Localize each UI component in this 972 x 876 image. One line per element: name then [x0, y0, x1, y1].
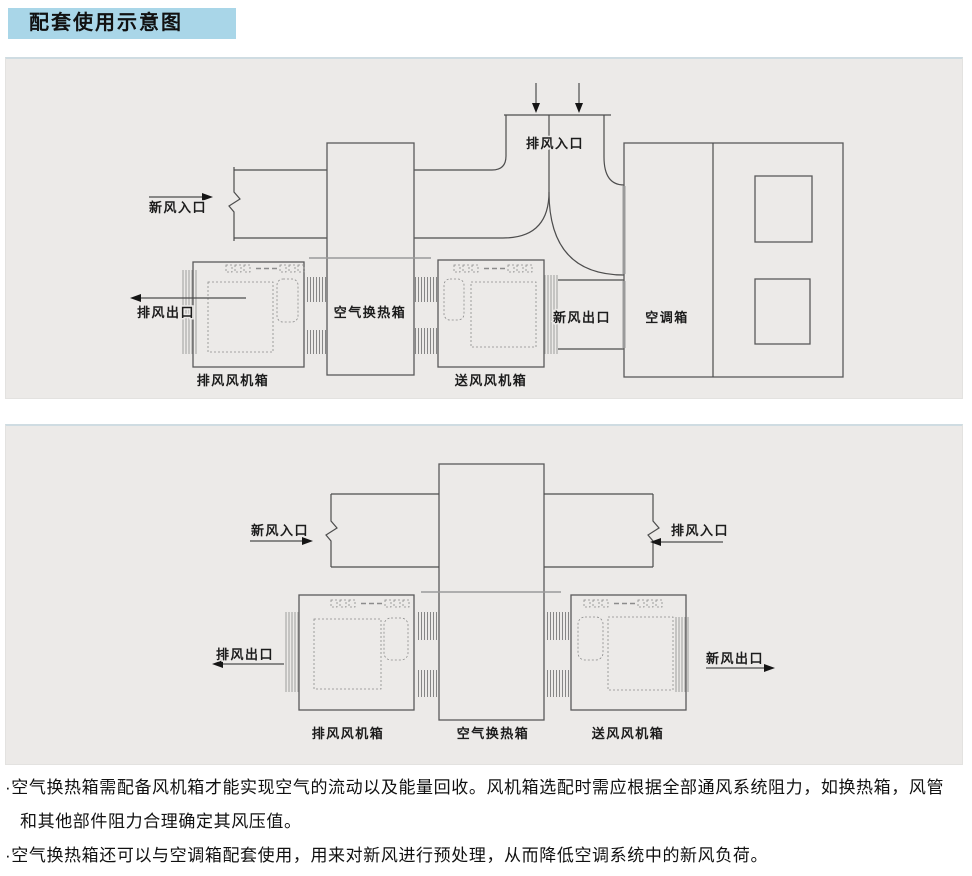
exhaust-inlet-arrow	[650, 538, 723, 546]
fan-scroll-icon	[383, 617, 409, 661]
down-arrow-icon	[532, 83, 583, 113]
label-supply-fan-box: 送风风机箱	[591, 726, 665, 741]
exhaust-inlet-junction	[414, 114, 625, 276]
label-fresh-outlet: 新风出口	[553, 310, 611, 325]
note-item-1: ·空气换热箱需配备风机箱才能实现空气的流动以及能量回收。风机箱选配时需应根据全部…	[5, 778, 945, 831]
label-exhaust-outlet: 排风出口	[137, 305, 195, 320]
exhaust-fan-box	[285, 594, 439, 711]
fan-scroll-icon	[577, 616, 604, 661]
bottom-diagram-svg: 新风入口 排风入口 排风出口 新风出口 排风风机箱 空气换热箱 送风风机箱	[212, 463, 775, 743]
note-item-2: ·空气换热箱还可以与空调箱配套使用，用来对新风进行预处理，从而降低空调系统中的新…	[5, 846, 769, 865]
label-exhaust-fan-box: 排风风机箱	[312, 726, 385, 741]
supply-fan-box	[546, 594, 689, 711]
duct-break-symbol	[325, 494, 338, 567]
label-heat-exchanger: 空气换热箱	[334, 305, 407, 320]
label-exhaust-outlet: 排风出口	[216, 647, 274, 662]
flex-connector	[415, 328, 437, 354]
fan-coil-block	[207, 281, 274, 353]
label-fresh-outlet: 新风出口	[706, 651, 764, 666]
fresh-air-inlet-arrow	[149, 193, 213, 201]
exhaust-outlet-arrow	[212, 660, 284, 668]
heat-exchanger-box	[326, 142, 415, 376]
flex-connector	[306, 330, 327, 354]
fresh-air-inlet-duct	[325, 493, 439, 568]
exhaust-outlet-arrow	[130, 294, 246, 302]
fan-coil-block	[313, 618, 382, 690]
fan-scroll-icon	[276, 278, 299, 323]
label-fresh-inlet: 新风入口	[251, 523, 309, 538]
label-exhaust-fan-box: 排风风机箱	[197, 373, 270, 388]
louver-icon	[182, 270, 197, 354]
fan-coil-block	[607, 616, 674, 691]
fan-scroll-icon	[443, 278, 465, 321]
fresh-air-inlet-arrow	[250, 537, 313, 545]
fresh-air-outlet-arrow	[706, 664, 775, 672]
louver-icon	[544, 275, 558, 354]
fresh-air-inlet-duct	[228, 167, 327, 241]
flex-connector	[416, 670, 439, 697]
fan-coil-block	[470, 281, 537, 348]
top-diagram-svg: 排风入口 新风入口 排风出口 新风出口 空气换热箱 空调箱 排风风机箱 送风风机…	[130, 83, 844, 390]
flex-connector	[416, 612, 439, 640]
label-supply-fan-box: 送风风机箱	[454, 373, 528, 388]
flex-connector	[546, 670, 570, 697]
exhaust-inlet-duct	[544, 493, 660, 568]
louver-icon	[285, 612, 299, 692]
label-exhaust-inlet: 排风入口	[671, 523, 729, 538]
diagram-panel-top: 排风入口 新风入口 排风出口 新风出口 空气换热箱 空调箱 排风风机箱 送风风机…	[5, 57, 963, 399]
fresh-air-outlet-duct	[558, 279, 624, 350]
louver-icon	[675, 617, 689, 692]
diagram-panel-bottom: 新风入口 排风入口 排风出口 新风出口 排风风机箱 空气换热箱 送风风机箱	[5, 424, 963, 765]
label-exhaust-inlet: 排风入口	[526, 136, 584, 151]
exhaust-fan-box	[182, 261, 327, 368]
label-fresh-inlet: 新风入口	[149, 200, 207, 215]
notes-section: ·空气换热箱需配备风机箱才能实现空气的流动以及能量回收。风机箱选配时需应根据全部…	[5, 771, 955, 873]
ac-box	[622, 142, 844, 378]
duct-break-symbol	[228, 167, 241, 241]
flex-connector	[415, 277, 437, 302]
label-ac-box: 空调箱	[645, 310, 689, 325]
flex-connector	[306, 277, 327, 302]
supply-fan-box	[415, 259, 558, 368]
duct-break-symbol	[647, 494, 660, 567]
flex-connector	[546, 612, 570, 640]
page-title: 配套使用示意图	[8, 8, 236, 39]
label-heat-exchanger: 空气换热箱	[457, 726, 530, 741]
